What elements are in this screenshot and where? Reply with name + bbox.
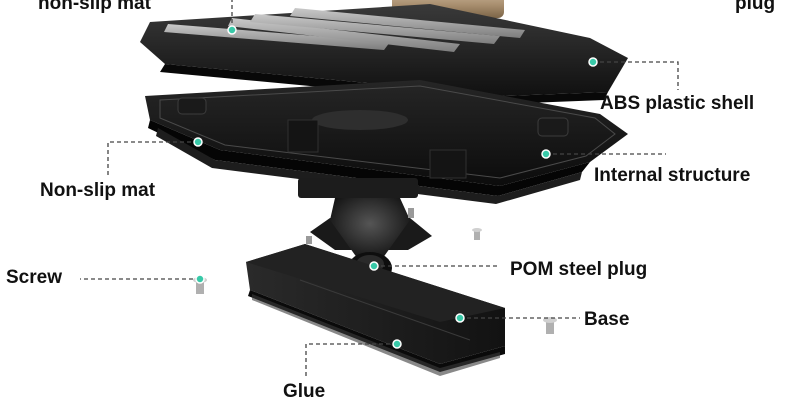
label-non-slip-mat: Non-slip mat: [40, 180, 156, 201]
marker-dot: [455, 313, 465, 323]
screw-part: [543, 317, 557, 334]
shell-part: [145, 80, 628, 196]
marker-dot: [227, 25, 237, 35]
marker-dot: [195, 274, 205, 284]
label-pom-steel-plug: POM steel plug: [510, 259, 648, 280]
screw-part: [472, 228, 482, 240]
base-part: [246, 244, 505, 376]
rail: [290, 8, 525, 38]
label-glue: Glue: [283, 381, 326, 402]
label-plug-top: plug: [735, 0, 776, 14]
leader-line: [107, 141, 198, 178]
non-slip-mat-part: [156, 128, 582, 204]
label-internal-structure: Internal structure: [594, 165, 751, 186]
label-screw: Screw: [6, 267, 62, 288]
marker-dot: [392, 339, 402, 349]
marker-dot: [193, 137, 203, 147]
leader-line: [305, 343, 397, 376]
screw-part: [306, 236, 312, 244]
leader-line: [593, 61, 679, 90]
screw-part: [408, 208, 414, 218]
pedal-top-part: [140, 0, 628, 104]
rail: [164, 24, 390, 50]
label-abs-plastic-shell: ABS plastic shell: [600, 93, 755, 114]
marker-dot: [369, 261, 379, 271]
label-base: Base: [584, 309, 630, 330]
marker-dot: [588, 57, 598, 67]
rail: [250, 14, 500, 44]
marker-dot: [541, 149, 551, 159]
rail: [228, 18, 460, 52]
label-non-slip-mat-top: non-slip mat: [38, 0, 151, 14]
